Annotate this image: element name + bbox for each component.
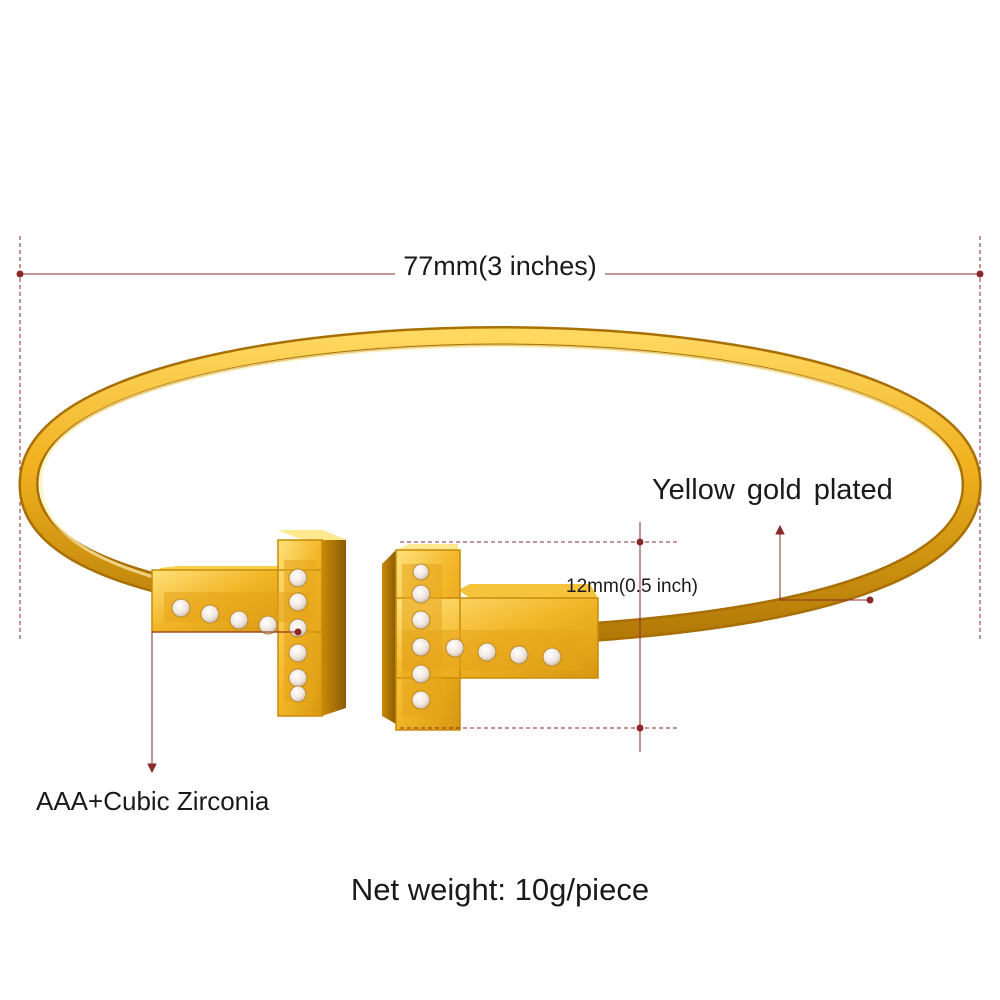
stone xyxy=(289,685,307,703)
stone xyxy=(477,642,497,662)
width-label-text: 77mm(3 inches) xyxy=(395,251,605,281)
height-bottom-dot xyxy=(636,724,644,732)
bangle-band xyxy=(18,325,982,642)
weight-label: Net weight: 10g/piece xyxy=(350,872,650,907)
stone xyxy=(411,584,431,604)
stone xyxy=(288,668,308,688)
stone xyxy=(258,615,278,635)
stone xyxy=(411,664,431,684)
stone xyxy=(171,598,191,618)
height-label: 12mm(0.5 inch) xyxy=(566,576,698,597)
plating-callout xyxy=(775,524,874,604)
left-t-bar xyxy=(151,530,346,717)
plating-label: Yellow gold plated xyxy=(652,474,893,506)
left-t-stones xyxy=(171,568,308,703)
height-dimension xyxy=(400,522,680,752)
right-t-stones xyxy=(411,563,562,710)
stone xyxy=(229,610,249,630)
width-right-dot xyxy=(976,270,984,278)
stone-callout xyxy=(147,628,302,774)
stone xyxy=(509,645,529,665)
stone xyxy=(445,638,465,658)
stone xyxy=(200,604,220,624)
stone xyxy=(288,592,308,612)
stone xyxy=(411,690,431,710)
stone xyxy=(288,643,308,663)
stone xyxy=(411,637,431,657)
stone xyxy=(411,610,431,630)
stone xyxy=(412,563,430,581)
stone-label: AAA+Cubic Zirconia xyxy=(36,786,270,816)
stone xyxy=(542,647,562,667)
width-label: 77mm(3 inches) xyxy=(0,251,1000,282)
width-left-dot xyxy=(16,270,24,278)
stone xyxy=(288,568,308,588)
height-top-dot xyxy=(636,538,644,546)
